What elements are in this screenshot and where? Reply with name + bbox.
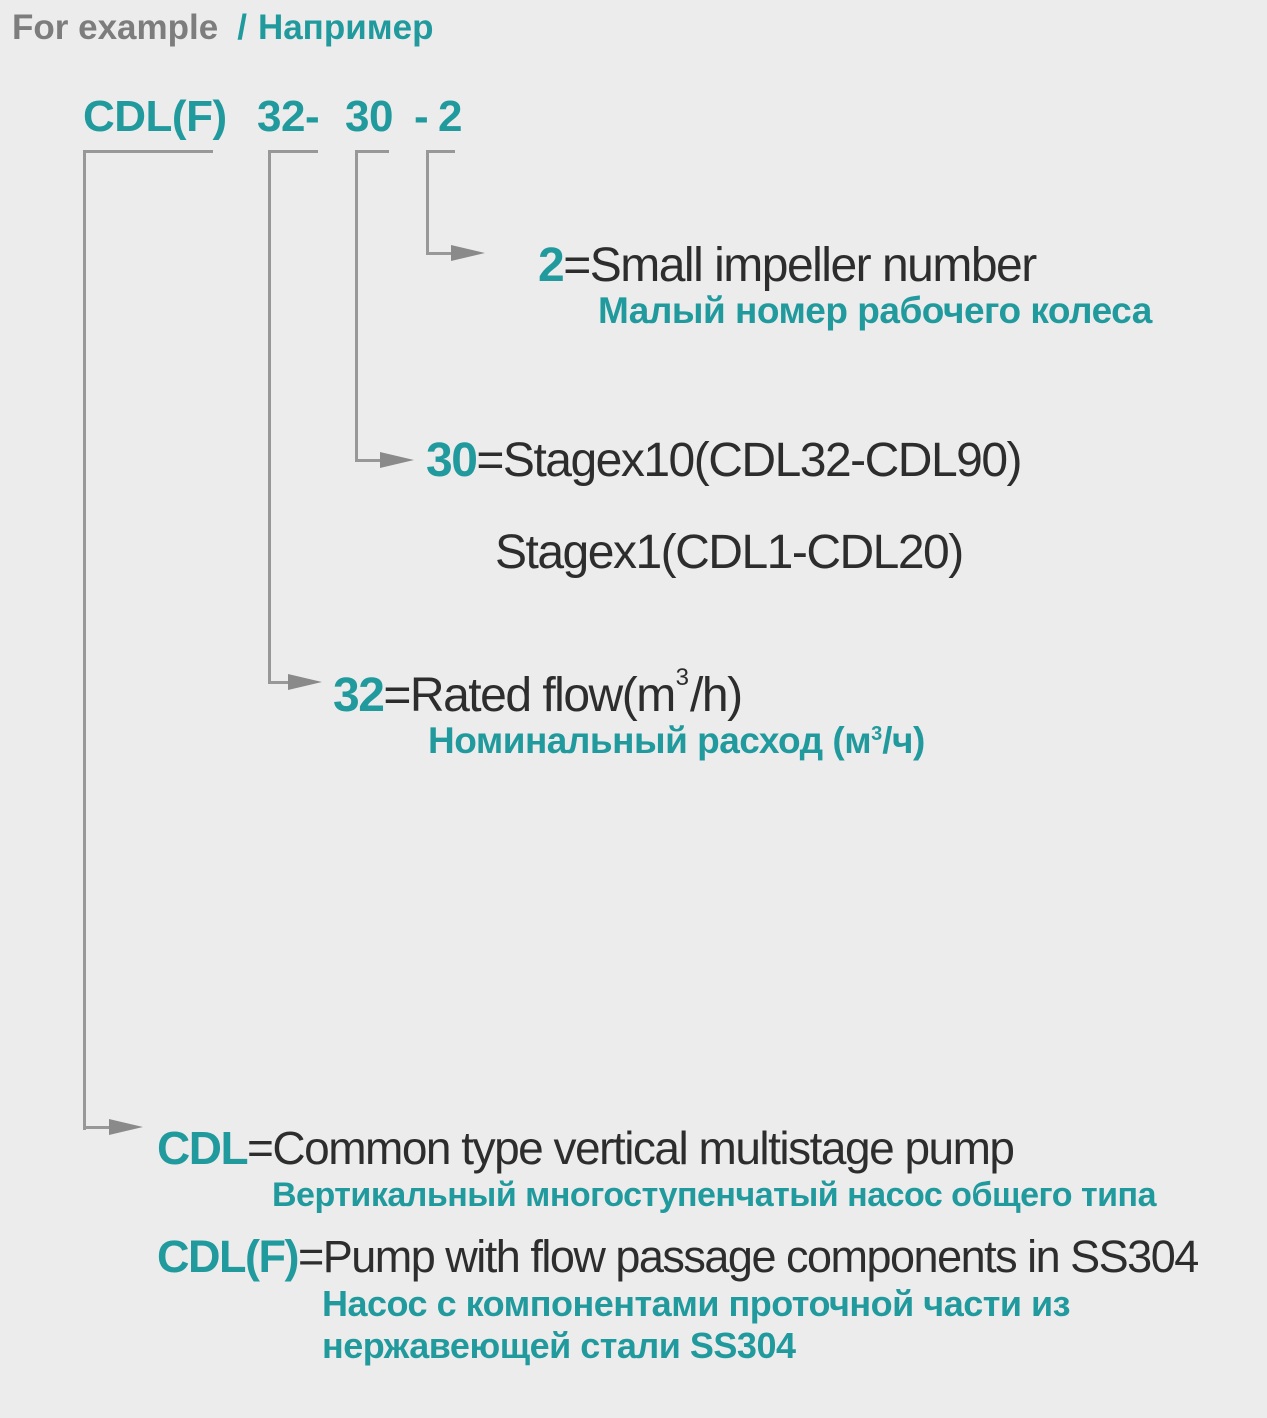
flow-code: 32 — [333, 669, 385, 722]
series-cdl-description-en: CDL=Common type vertical multistage pump — [157, 1122, 1015, 1175]
series-arrow-line — [83, 1126, 111, 1129]
stage-arrow-head-icon — [380, 452, 414, 468]
stage-bracket-vertical-line — [355, 150, 358, 462]
series-cdlf-code: CDL(F) — [157, 1231, 299, 1282]
series-cdl-code: CDL — [157, 1122, 249, 1174]
flow-text-ru-post: /ч) — [882, 720, 925, 761]
impeller-arrow-head-icon — [451, 245, 485, 261]
series-cdl-description-ru: Вертикальный многоступенчатый насос обще… — [272, 1176, 1156, 1214]
flow-description-ru: Номинальный расход (м3/ч) — [428, 720, 925, 763]
series-bracket-top-line — [83, 150, 213, 153]
impeller-text-en: =Small impeller number — [563, 239, 1037, 292]
stage-text-en: =Stagex10(CDL32-CDL90) — [476, 434, 1022, 487]
header-label-en: For example — [12, 8, 219, 47]
model-part-stage: 30 — [345, 92, 393, 141]
flow-description-en: 32=Rated flow(m3/h) — [333, 664, 743, 723]
flow-bracket-vertical-line — [268, 150, 271, 684]
stage-arrow-line — [355, 459, 382, 462]
series-cdlf-description-ru-line1: Насос с компонентами проточной части из — [322, 1283, 1071, 1324]
series-arrow-head-icon — [109, 1119, 143, 1135]
flow-text-en-pre: =Rated flow(m — [383, 669, 676, 722]
stage-code: 30 — [426, 434, 478, 487]
model-part-dash: - — [414, 92, 429, 141]
flow-arrow-head-icon — [288, 674, 322, 690]
header: For example / Например — [12, 8, 433, 48]
series-cdlf-description-en: CDL(F)=Pump with flow passage components… — [157, 1231, 1199, 1283]
impeller-description-en: 2=Small impeller number — [538, 238, 1037, 293]
header-label-ru: Например — [257, 8, 434, 47]
stage-bracket-top-line — [355, 150, 389, 153]
series-cdl-text-en: =Common type vertical multistage pump — [247, 1122, 1015, 1174]
impeller-code: 2 — [538, 239, 565, 292]
impeller-bracket-vertical-line — [426, 150, 429, 255]
flow-bracket-top-line — [268, 150, 318, 153]
stage-description-en: 30=Stagex10(CDL32-CDL90) — [426, 433, 1023, 488]
flow-text-en-post: /h) — [690, 669, 743, 722]
series-cdlf-description-ru-line2: нержавеющей стали SS304 — [322, 1325, 796, 1366]
impeller-arrow-line — [426, 252, 453, 255]
impeller-description-ru: Малый номер рабочего колеса — [598, 290, 1152, 331]
series-bracket-vertical-line — [83, 150, 86, 1130]
flow-superscript-ru: 3 — [871, 723, 883, 745]
model-part-impeller: 2 — [438, 92, 462, 141]
flow-superscript-en: 3 — [675, 664, 690, 691]
model-part-series: CDL(F) — [83, 92, 227, 141]
header-separator: / — [237, 8, 247, 47]
stage-description-en-alt: Stagex1(CDL1-CDL20) — [495, 526, 964, 579]
series-cdlf-text-en: =Pump with flow passage components in SS… — [297, 1231, 1199, 1282]
flow-text-ru-pre: Номинальный расход (м — [428, 720, 872, 761]
impeller-bracket-top-line — [426, 150, 455, 153]
flow-arrow-line — [268, 681, 290, 684]
model-part-flow: 32- — [257, 92, 320, 141]
